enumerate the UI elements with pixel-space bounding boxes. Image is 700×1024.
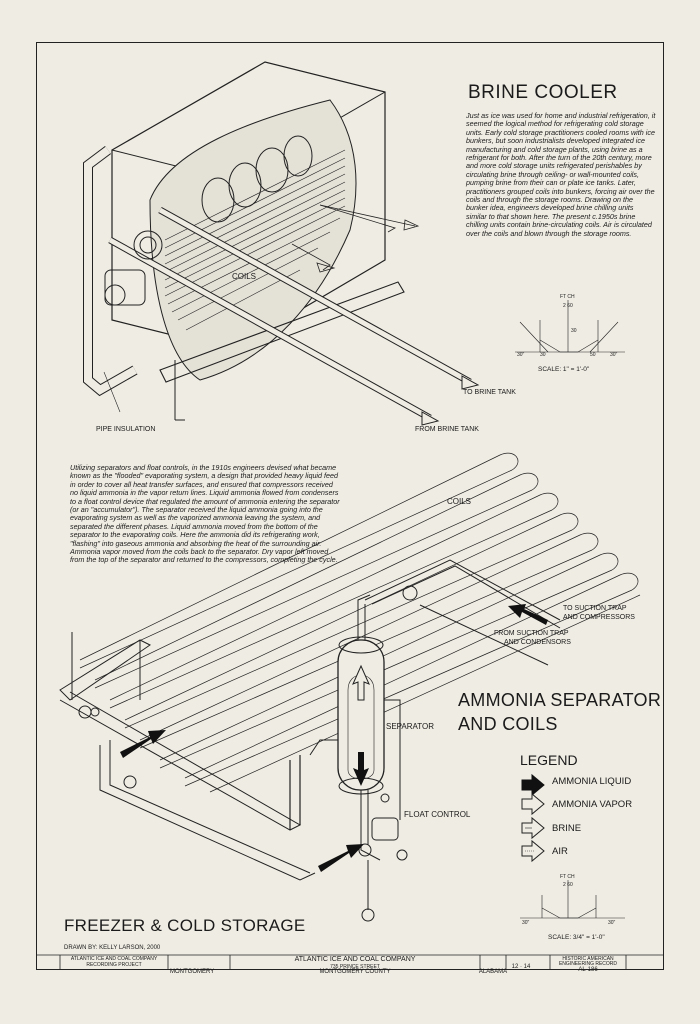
ammonia-coils-label: COILS: [447, 497, 472, 506]
sheet-border: [36, 42, 664, 970]
ammonia-section-detail: FT CH 2 60 30" 30": [520, 874, 625, 926]
legend-icons: [521, 773, 545, 863]
tb-project-line1: ATLANTIC ICE AND COAL COMPANY: [70, 956, 158, 962]
legend-item-ammonia-liquid: AMMONIA LIQUID: [552, 776, 632, 787]
svg-text:30": 30": [610, 352, 618, 358]
svg-text:30": 30": [517, 352, 525, 358]
brine-cooler-title: BRINE COOLER: [468, 82, 618, 103]
svg-text:FT CH: FT CH: [560, 294, 575, 300]
tb-record-number: AL-186: [578, 967, 598, 973]
from-suction-trap-label: FROM SUCTION TRAP: [494, 630, 569, 637]
svg-text:30: 30: [540, 352, 546, 358]
drawn-by: DRAWN BY: KELLY LARSON, 2000: [64, 945, 161, 951]
svg-text:2 60: 2 60: [563, 303, 573, 309]
svg-text:30": 30": [522, 920, 530, 926]
ammonia-scale-label: SCALE: 3/4" = 1'-0": [548, 934, 605, 941]
tb-record-line1: HISTORIC AMERICAN: [562, 956, 614, 962]
tb-address: 735 PRINCE STREET: [330, 964, 380, 970]
legend-item-air: AIR: [552, 846, 568, 857]
ammonia-coils-drawing: [59, 452, 641, 922]
brine-coils-label: COILS: [232, 272, 257, 281]
brine-scale-label: SCALE: 1" = 1'-0": [538, 366, 590, 373]
brine-cooler-description: Just as ice was used for home and indust…: [466, 111, 656, 238]
to-compressors-label: AND COMPRESSORS: [563, 614, 635, 621]
svg-text:30: 30: [571, 328, 577, 334]
title-block-lines: [36, 954, 664, 970]
ammonia-title-line2: AND COILS: [458, 714, 558, 734]
sheet-title: FREEZER & COLD STORAGE: [64, 916, 306, 935]
ammonia-title-line1: AMMONIA SEPARATOR: [458, 690, 662, 710]
svg-text:50: 50: [590, 352, 596, 358]
tb-record-line2: ENGINEERING RECORD: [558, 961, 618, 967]
from-condensors-label: AND CONDENSORS: [504, 639, 571, 646]
tb-city: MONTGOMERY: [170, 969, 215, 975]
to-brine-tank-label: TO BRINE TANK: [463, 389, 516, 396]
svg-text:30": 30": [608, 920, 616, 926]
tb-project-line2: RECORDING PROJECT: [86, 962, 142, 968]
to-suction-trap-label: TO SUCTION TRAP: [563, 605, 627, 612]
svg-text:FT CH: FT CH: [560, 874, 575, 880]
legend-item-brine: BRINE: [552, 823, 582, 834]
brine-cooler-section-detail: FT CH 2 60 30 30" 30 50 30": [515, 294, 625, 358]
from-brine-tank-label: FROM BRINE TANK: [415, 426, 479, 433]
tb-state: ALABAMA: [478, 969, 508, 975]
legend-item-ammonia-vapor: AMMONIA VAPOR: [552, 799, 633, 810]
tb-county: MONTGOMERY COUNTY: [319, 969, 391, 975]
tb-sheet: 12 · 14: [511, 964, 531, 970]
separator-label: SEPARATOR: [386, 722, 435, 731]
svg-text:2 60: 2 60: [563, 882, 573, 888]
pipe-insulation-label: PIPE INSULATION: [96, 426, 156, 433]
legend-title: LEGEND: [520, 752, 578, 768]
tb-company: ATLANTIC ICE AND COAL COMPANY: [294, 956, 416, 963]
float-control-label: FLOAT CONTROL: [404, 810, 471, 819]
brine-cooler-drawing: [83, 61, 480, 426]
ammonia-description: Utilizing separators and float controls,…: [70, 463, 340, 565]
